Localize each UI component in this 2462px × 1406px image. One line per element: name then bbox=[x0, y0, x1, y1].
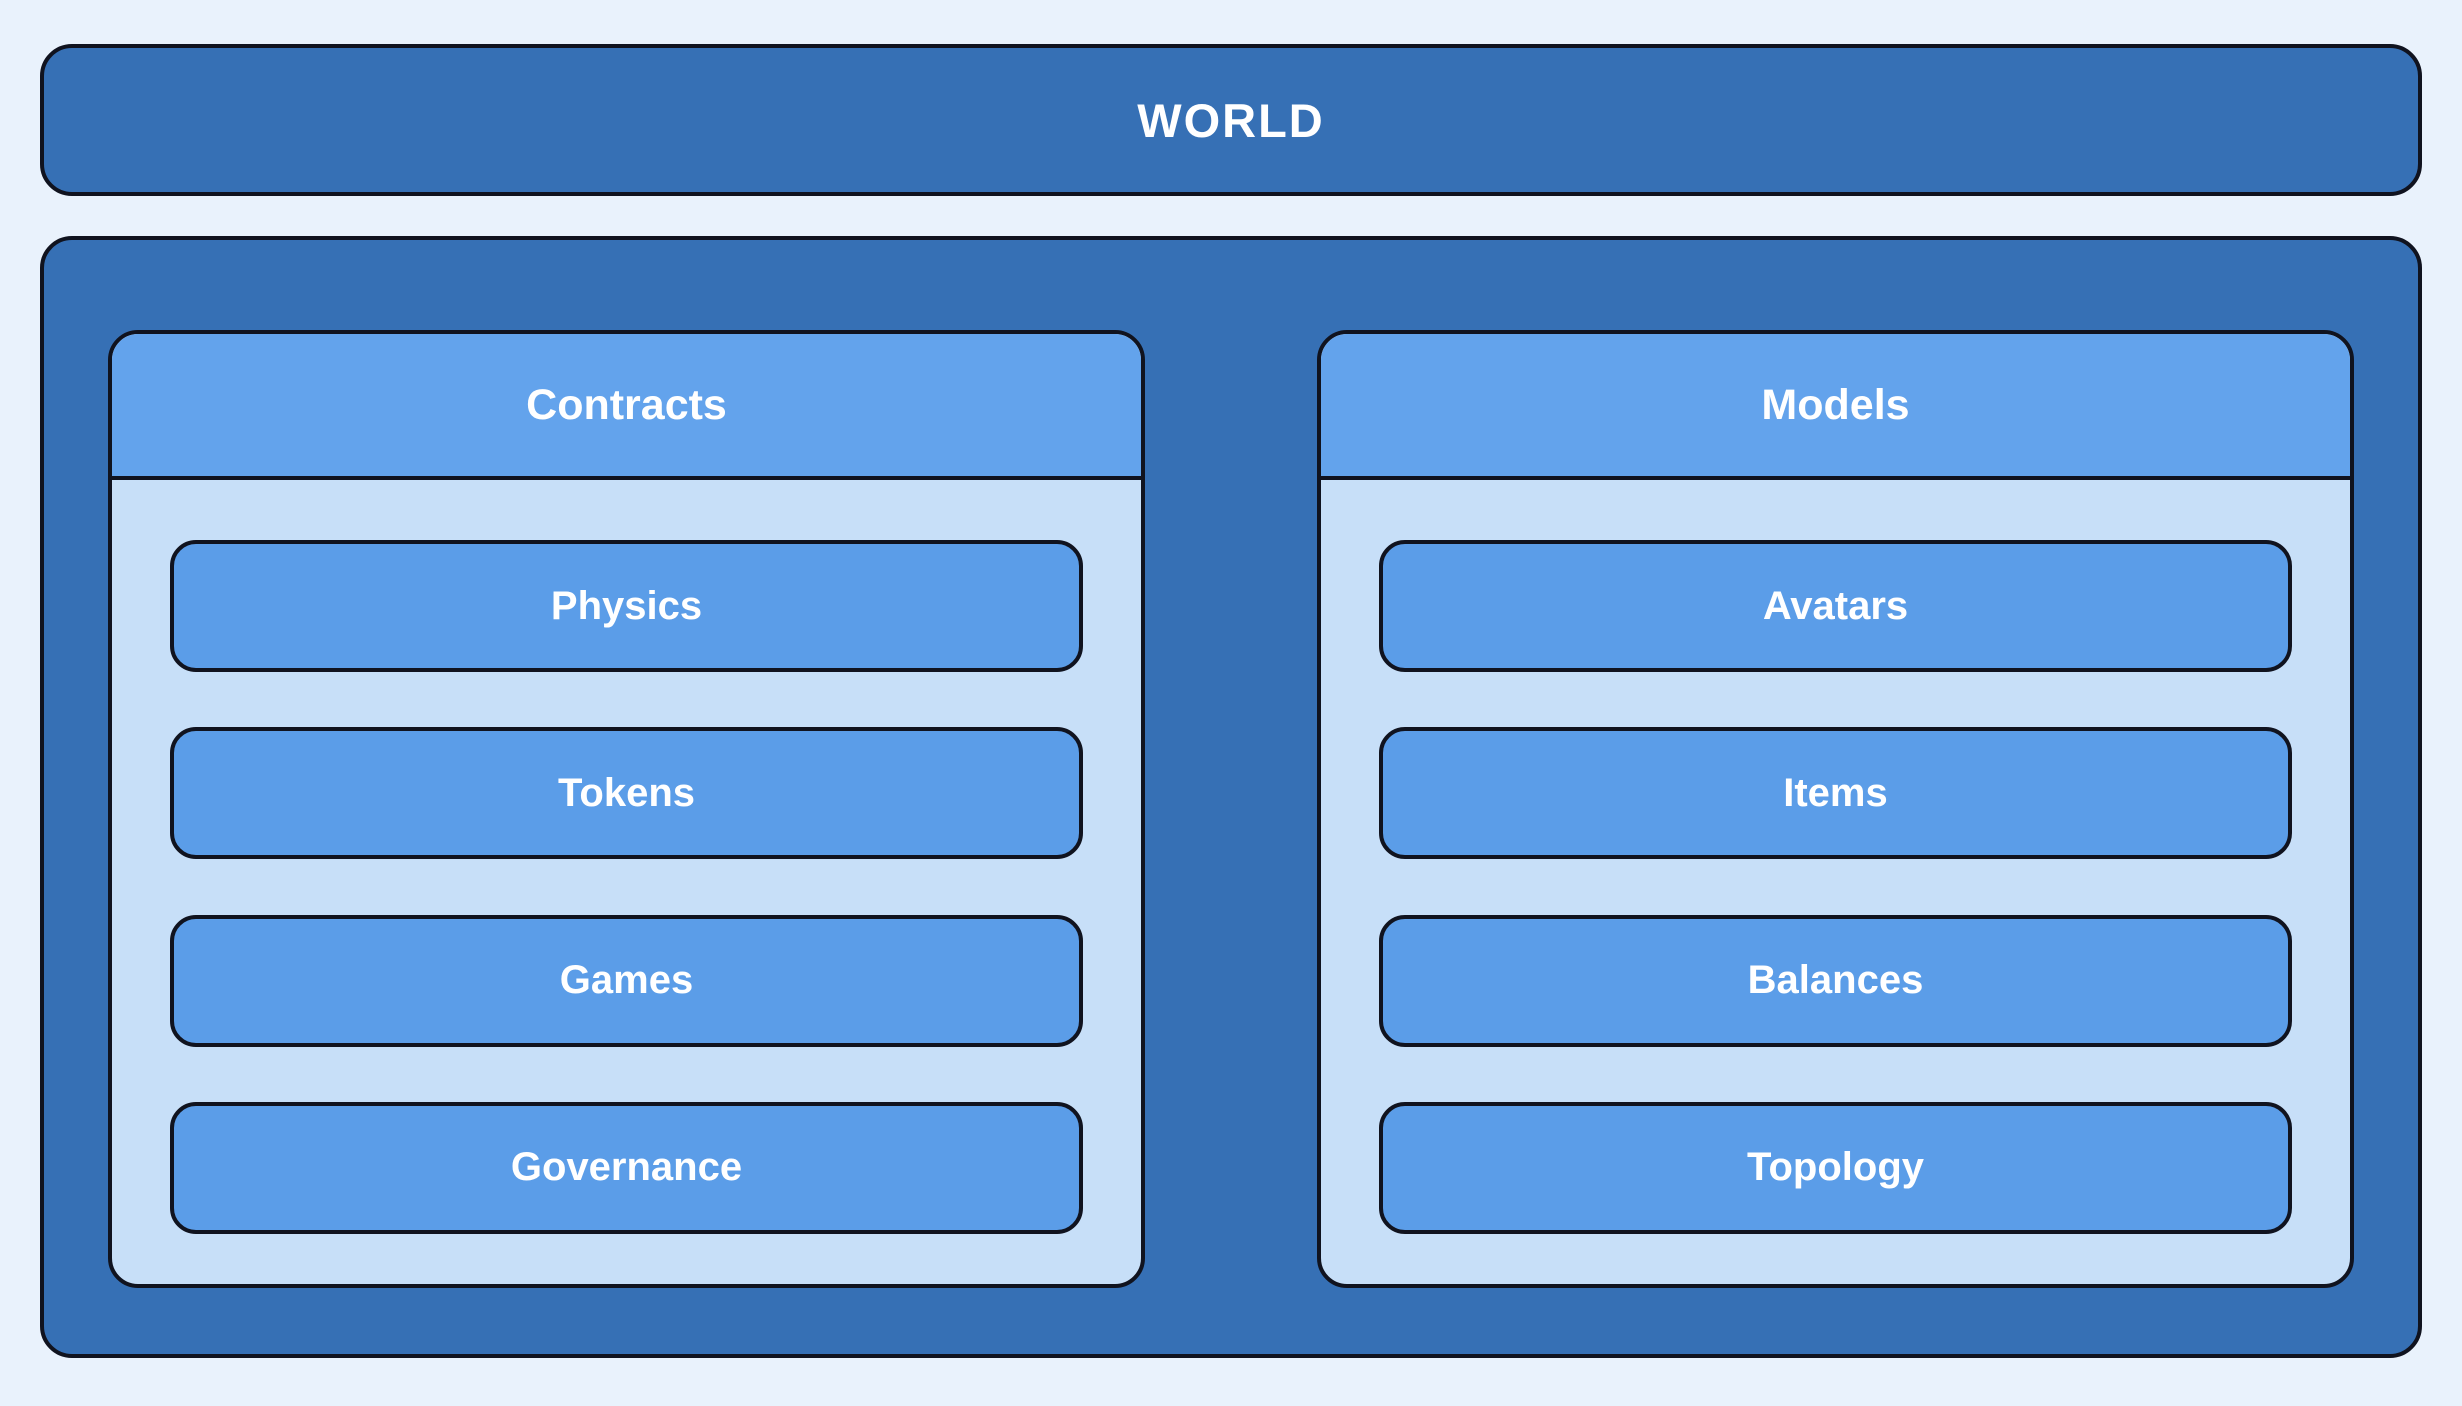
group-card-models: Models Avatars Items Balances Topology bbox=[1317, 330, 2354, 1288]
node-balances-label: Balances bbox=[1747, 958, 1924, 1003]
node-items: Items bbox=[1379, 727, 2292, 860]
node-balances: Balances bbox=[1379, 914, 2292, 1047]
node-tokens-label: Tokens bbox=[557, 770, 696, 815]
world-container: Contracts Physics Tokens Games Governanc… bbox=[40, 236, 2422, 1358]
node-topology-label: Topology bbox=[1747, 1145, 1924, 1190]
node-governance: Governance bbox=[170, 1101, 1083, 1234]
world-title-box: WORLD bbox=[40, 44, 2422, 196]
node-avatars: Avatars bbox=[1379, 540, 2292, 672]
node-governance-label: Governance bbox=[510, 1145, 743, 1190]
node-games: Games bbox=[170, 914, 1083, 1047]
group-card-contracts: Contracts Physics Tokens Games Governanc… bbox=[108, 330, 1145, 1288]
group-title-contracts: Contracts bbox=[526, 380, 727, 429]
node-items-label: Items bbox=[1783, 770, 1888, 815]
group-items-models: Avatars Items Balances Topology bbox=[1321, 480, 2350, 1284]
node-tokens: Tokens bbox=[170, 727, 1083, 860]
node-topology: Topology bbox=[1379, 1101, 2292, 1234]
group-header-contracts: Contracts bbox=[112, 334, 1141, 480]
node-avatars-label: Avatars bbox=[1762, 583, 1909, 628]
world-title-label: WORLD bbox=[1137, 93, 1325, 147]
group-items-contracts: Physics Tokens Games Governance bbox=[112, 480, 1141, 1284]
group-title-models: Models bbox=[1761, 380, 1910, 429]
node-games-label: Games bbox=[559, 958, 694, 1003]
node-physics-label: Physics bbox=[550, 583, 703, 628]
node-physics: Physics bbox=[170, 540, 1083, 672]
group-header-models: Models bbox=[1321, 334, 2350, 480]
